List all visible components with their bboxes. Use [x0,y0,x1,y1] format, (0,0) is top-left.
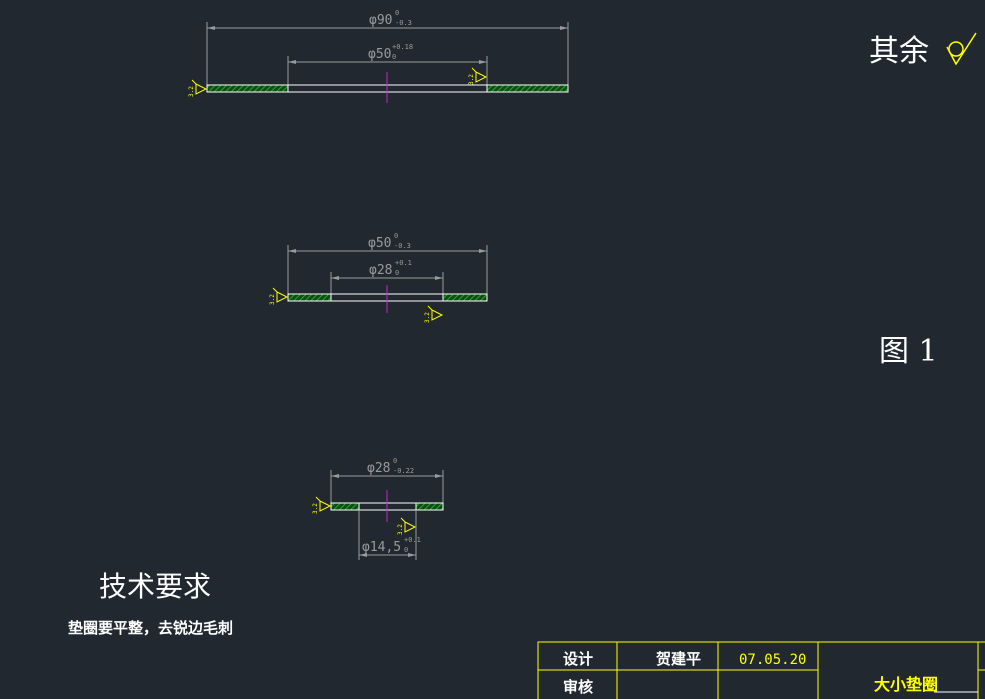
washer-medium-view: φ50 0 -0.3 φ28 +0.1 0 3.2 3.2 [269,232,488,323]
dim-inner-tol-upper-washer-small: +0.1 [404,536,421,544]
general-roughness-note: 其余 [869,32,977,69]
dim-inner-washer-medium: φ28 [369,263,392,278]
roughness-symbol: 3.2 [468,67,488,85]
roughness-value: 3.2 [397,524,404,535]
dim-outer-washer-small: φ28 [367,461,390,476]
design-date: 07.05.20 [739,652,806,668]
roughness-symbol: 3.2 [269,287,289,305]
dim-outer-tol-lower-washer-medium: -0.3 [394,242,411,250]
washer-large-section-left [206,84,289,93]
dim-inner-tol-lower-washer-small: 0 [404,546,408,554]
figure-label: 图 1 [879,334,938,369]
tech-requirements-text: 垫圈要平整，去锐边毛刺 [68,619,233,637]
roughness-value: 3.2 [424,312,431,323]
review-label: 审核 [563,678,593,696]
dim-outer-tol-upper-washer-medium: 0 [394,232,398,240]
dim-outer-washer-large: φ90 [369,13,392,28]
dim-inner-washer-small: φ14,5 [362,540,401,555]
dim-outer-tol-lower-washer-small: -0.22 [393,467,414,475]
washer-large-view: φ90 0 -0.3 φ50 +0.18 0 3.2 3.2 [188,9,569,103]
dim-inner-washer-large: φ50 [368,47,391,62]
title-block: 设计 贺建平 07.05.20 审核 大小垫圈 [537,641,985,699]
dim-outer-washer-medium: φ50 [368,236,391,251]
dim-outer-tol-lower-washer-large: -0.3 [395,19,412,27]
roughness-value: 3.2 [269,294,276,305]
dim-inner-tol-upper-washer-large: +0.18 [392,43,413,51]
dim-inner-tol-lower-washer-large: 0 [392,53,396,61]
washer-large-section-right [486,84,569,93]
roughness-symbol: 3.2 [397,517,417,535]
roughness-value: 3.2 [312,503,319,514]
washer-medium-section-left [287,293,332,302]
design-label: 设计 [563,650,593,668]
surface-note-label: 其余 [869,34,929,69]
designer-name: 贺建平 [655,650,701,668]
roughness-value: 3.2 [188,86,195,97]
dim-inner-tol-upper-washer-medium: +0.1 [395,259,412,267]
dim-outer-tol-upper-washer-large: 0 [395,9,399,17]
washer-small-view: φ28 0 -0.22 φ14,5 +0.1 0 3.2 3.2 [312,457,444,560]
dim-inner-tol-lower-washer-medium: 0 [395,269,399,277]
part-name: 大小垫圈 [874,675,938,694]
roughness-value: 3.2 [468,74,475,85]
washer-small-section-left [330,502,360,511]
dim-outer-tol-upper-washer-small: 0 [393,457,397,465]
roughness-symbol: 3.2 [424,305,444,323]
tech-requirements-title: 技术要求 [99,570,211,603]
roughness-symbol: 3.2 [188,79,208,97]
roughness-symbol: 3.2 [312,496,332,514]
washer-medium-section-right [442,293,488,302]
washer-small-section-right [415,502,444,511]
roughness-check-icon [946,32,977,66]
